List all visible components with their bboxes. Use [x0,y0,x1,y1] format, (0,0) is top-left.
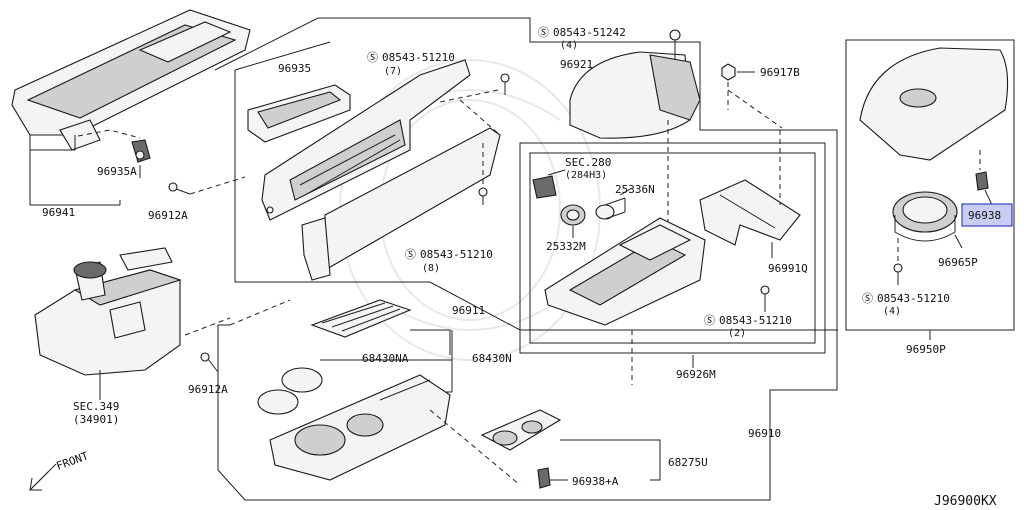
s-icon-screw-top: Ⓢ [538,26,549,39]
label-96991Q: 96991Q [768,262,808,275]
pocket-96935 [247,84,351,143]
frame-96926M [519,142,826,354]
bolt-96912A-top [168,182,191,195]
label-bolt-low-code: 08543-51210 [719,314,792,327]
label-bolt-right-qty: (4) [883,306,901,317]
label-96965P: 96965P [938,256,978,269]
label-96921: 96921 [560,58,593,71]
label-bolt-low-qty: (2) [728,328,746,339]
label-screw-top-qty: (4) [560,40,578,51]
label-96950P: 96950P [906,343,946,356]
side-panel-96911 [301,127,501,281]
label-bolt-top-code: 08543-51210 [382,51,455,64]
s-icon-bolt-right: Ⓢ [862,292,873,305]
label-96935A: 96935A [97,165,137,178]
label-96912A-top: 96912A [148,209,188,222]
bolt-96926M [760,285,770,312]
frame-96910 [214,17,838,501]
tray-96926M [544,217,706,326]
label-layer: 96941 96935A 96912A 96912A SEC.349 (3490… [42,26,1001,509]
switch-sec280 [532,175,557,199]
clip-96938 [975,171,989,191]
s-icon-bolt-low: Ⓢ [704,314,715,327]
label-96938A: 96938+A [572,475,619,488]
socket-25336N [595,197,626,220]
mat-68430N [310,299,412,338]
bolt-mid-96911 [478,187,488,205]
bolt-upper-96911 [500,73,510,95]
bolt-right [893,263,903,285]
screw-96921 [669,29,681,60]
nut-96917B [721,63,736,81]
lid-96950P [859,47,1009,161]
label-96926M: 96926M [676,368,716,381]
clip-96935A [131,139,151,163]
label-68430NA: 68430NA [362,352,409,365]
label-screw-top-code: 08543-51242 [553,26,626,39]
front-arrow-icon [28,463,57,491]
bracket-96991Q [699,179,801,246]
diagram-code: J96900KX [934,494,997,509]
label-bolt-mid-qty: (8) [422,263,440,274]
label-96912A-bottom: 96912A [188,383,228,396]
label-68275U: 68275U [668,456,708,469]
ring-68430NA [257,367,323,415]
label-96911: 96911 [452,304,485,317]
trim-panel-96941 [11,9,251,151]
label-bolt-top-qty: (7) [384,66,402,77]
label-sec280-b: (284H3) [565,170,607,181]
mat-68275U [480,409,562,451]
s-icon-bolt-top: Ⓢ [367,51,378,64]
socket-25332M [560,204,586,226]
highlight-96938 [961,203,1013,227]
label-25336N: 25336N [615,183,655,196]
cupholder-base [269,374,451,481]
label-front: FRONT [55,449,91,473]
label-96941: 96941 [42,206,75,219]
armrest-lid-96921 [569,51,701,139]
label-96935: 96935 [278,62,311,75]
bracket-96911-upper [261,59,471,221]
bolt-96912A-bottom [200,352,219,373]
lamp-96938A [537,467,551,489]
label-bolt-right-code: 08543-51210 [877,292,950,305]
label-sec280-a: SEC.280 [565,156,611,169]
label-bolt-mid-code: 08543-51210 [420,248,493,261]
speaker-96965P [892,191,958,242]
label-96917B: 96917B [760,66,800,79]
shifter-assembly-sec349 [34,247,182,376]
label-sec349-b: (34901) [73,413,119,426]
label-25332M: 25332M [546,240,586,253]
label-68430N: 68430N [472,352,512,365]
s-icon-bolt-mid: Ⓢ [405,248,416,261]
label-sec349-a: SEC.349 [73,400,119,413]
label-96910: 96910 [748,427,781,440]
frame-96911 [234,41,838,331]
label-96938: 96938 [968,209,1001,222]
